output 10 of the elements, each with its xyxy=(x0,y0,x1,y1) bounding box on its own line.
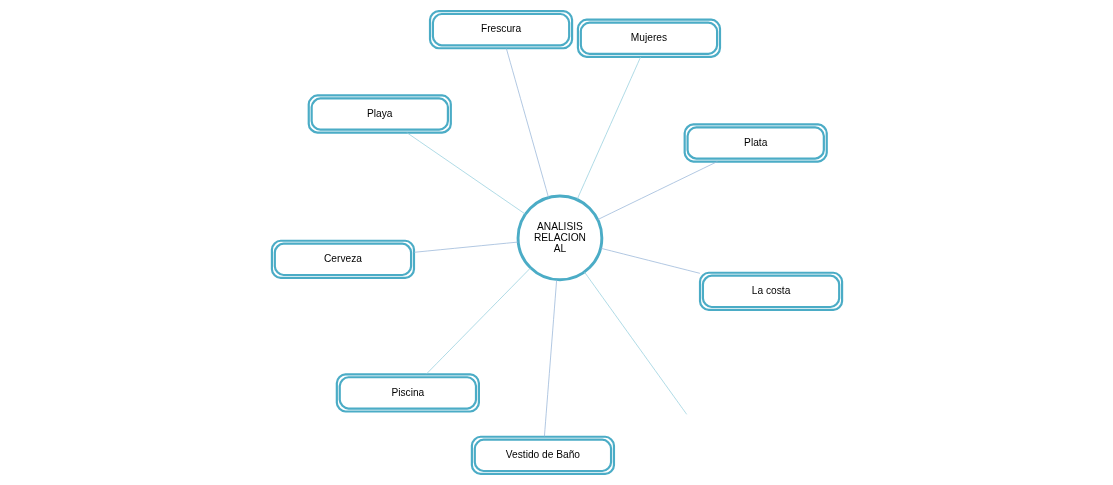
connector xyxy=(413,241,518,253)
connector xyxy=(425,267,531,375)
connector xyxy=(599,247,700,274)
connector xyxy=(583,271,687,415)
connector xyxy=(505,48,549,198)
node-circle: ANALISIS RELACION AL xyxy=(516,194,603,282)
connector xyxy=(596,161,718,220)
connector xyxy=(576,56,641,200)
connector xyxy=(543,279,557,437)
connector xyxy=(405,132,526,215)
